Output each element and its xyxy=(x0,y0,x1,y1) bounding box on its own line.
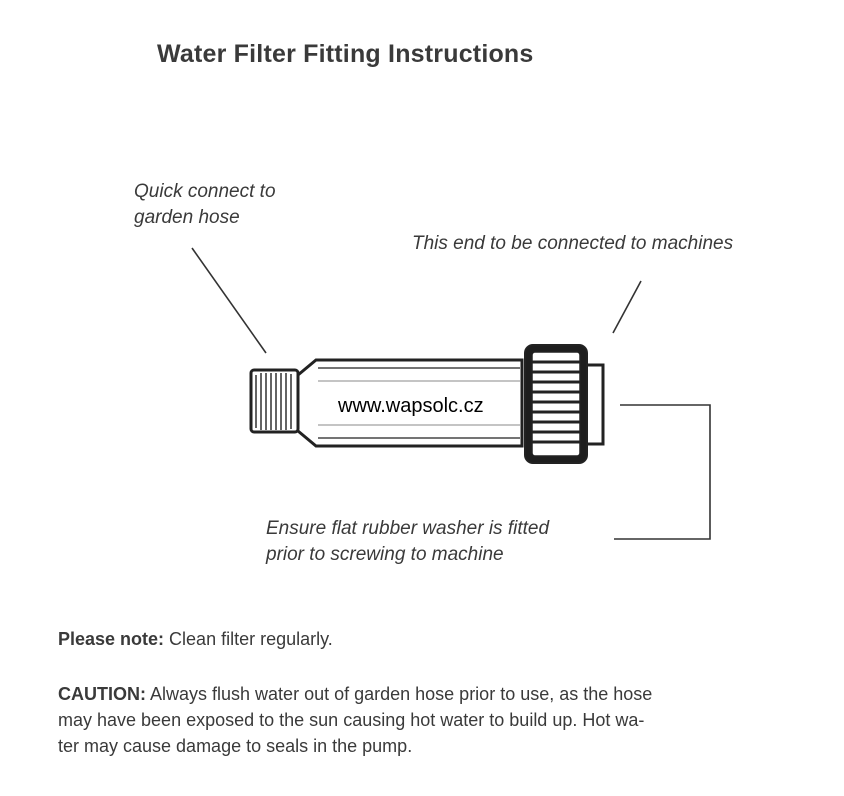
machine-end-fitting xyxy=(587,363,605,446)
note-label: Please note: xyxy=(58,629,165,649)
filter-body xyxy=(297,358,524,448)
caution-line-1: CAUTION: Always flush water out of garde… xyxy=(58,681,798,707)
caution-text-1: Always flush water out of garden hose pr… xyxy=(146,684,653,704)
knurled-nut xyxy=(524,344,588,464)
callout-rubber-washer-line2: prior to screwing to machine xyxy=(266,544,504,565)
hose-connector xyxy=(249,368,300,434)
leader-line-machine xyxy=(612,280,642,334)
note-clean-filter: Please note: Clean filter regularly. xyxy=(58,626,333,652)
note-text: Clean filter regularly. xyxy=(164,629,333,649)
callout-rubber-washer-line1: Ensure flat rubber washer is fitted xyxy=(266,518,550,539)
callout-garden-hose: Quick connect to garden hose xyxy=(134,179,276,231)
caution-line-2: may have been exposed to the sun causing… xyxy=(58,710,645,730)
leader-line-washer xyxy=(614,404,711,540)
callout-garden-hose-line2: garden hose xyxy=(134,207,240,228)
caution-label: CAUTION: xyxy=(58,684,146,704)
callout-garden-hose-line1: Quick connect to xyxy=(134,181,276,202)
caution-paragraph: CAUTION: Always flush water out of garde… xyxy=(58,681,798,759)
page-title: Water Filter Fitting Instructions xyxy=(157,40,534,68)
watermark-url: www.wapsolc.cz xyxy=(338,395,484,417)
callout-rubber-washer: Ensure flat rubber washer is fitted prio… xyxy=(266,516,549,568)
caution-line-3: ter may cause damage to seals in the pum… xyxy=(58,736,413,756)
leader-line-hose xyxy=(191,247,267,354)
callout-machine-end: This end to be connected to machines xyxy=(412,233,734,254)
